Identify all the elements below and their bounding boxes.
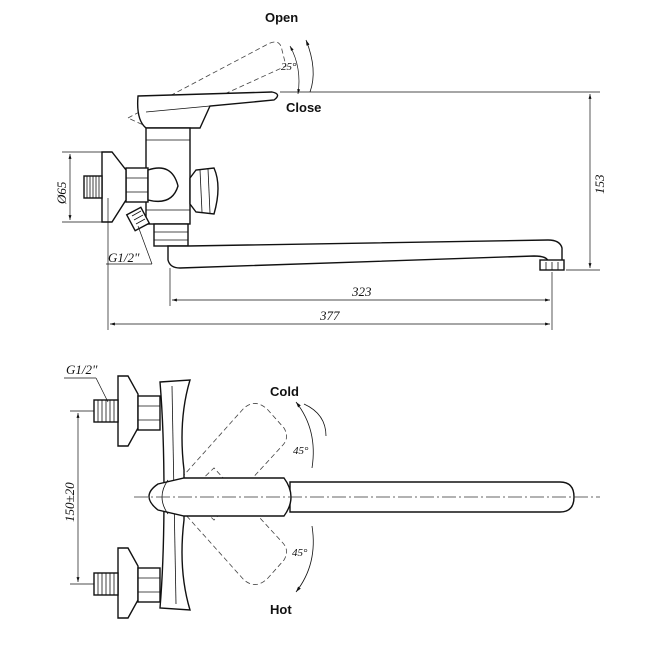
inlet-spacing-dimension: 150±20 [62, 482, 77, 522]
close-label: Close [286, 100, 321, 115]
lower-escutcheon [117, 547, 139, 619]
lever-top [148, 477, 292, 517]
spout-reach-dimension: 323 [351, 284, 372, 299]
side-thread-label: G1/2" [108, 250, 140, 265]
hose-outlet [125, 206, 151, 232]
lower-nut [137, 567, 161, 603]
hot-label: Hot [270, 602, 292, 617]
upper-escutcheon [117, 375, 139, 447]
lever-cold-dashed [175, 403, 287, 521]
overall-length-dimension: 377 [319, 308, 340, 323]
open-label: Open [265, 10, 298, 25]
spout-collar [153, 223, 189, 247]
diameter-label: Ø65 [54, 181, 69, 205]
top-view: 45° 45° Cold Hot G1/2" 150±20 [62, 362, 600, 619]
cold-angle-label: 45° [293, 445, 309, 457]
top-thread-label: G1/2" [66, 362, 98, 377]
lever-closed [136, 91, 279, 129]
lever-angle-label: 25° [281, 61, 297, 73]
height-dimension: 153 [592, 174, 607, 194]
lever-open-dashed [127, 41, 287, 129]
spout [167, 239, 563, 269]
wall-escutcheon [101, 151, 127, 223]
side-view: 25° Open Close 153 Ø65 G1/2" 323 377 [54, 10, 607, 330]
upper-nut [137, 395, 161, 431]
cold-label: Cold [270, 384, 299, 399]
diverter-knob [189, 167, 219, 215]
connector-nut [125, 167, 149, 203]
inlet-thread-hatch [86, 176, 100, 198]
hot-angle-label: 45° [292, 547, 308, 559]
lever-hot-dashed [175, 467, 287, 585]
